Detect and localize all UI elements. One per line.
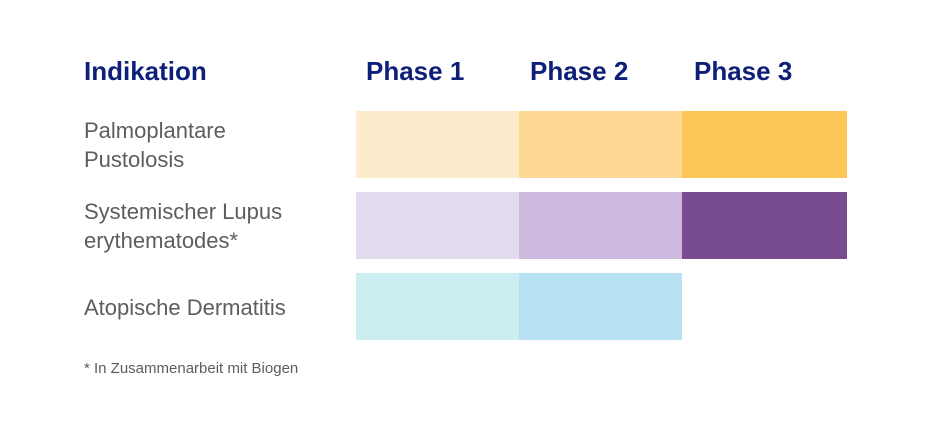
phase-2-segment [519, 192, 682, 259]
header-indikation: Indikation [84, 56, 207, 86]
row-label-lupus: Systemischer Lupus erythematodes* [84, 197, 344, 255]
phase-2-segment [519, 273, 682, 340]
header-phase-1: Phase 1 [366, 56, 465, 86]
phase-3-segment [682, 111, 847, 178]
header-phase-3: Phase 3 [694, 56, 793, 86]
phase-1-segment [356, 192, 519, 259]
phase-2-segment [519, 111, 682, 178]
phase-3-segment [682, 192, 847, 259]
phase-1-segment [356, 273, 519, 340]
row-label-line: Pustolosis [84, 147, 185, 172]
row-label-line: Atopische Dermatitis [84, 295, 286, 320]
phase-1-segment [356, 111, 519, 178]
row-label-line: Palmoplantare [84, 118, 226, 143]
row-label-palmoplantare: Palmoplantare Pustolosis [84, 116, 344, 174]
row-label-atopische-dermatitis: Atopische Dermatitis [84, 293, 344, 322]
footnote: * In Zusammenarbeit mit Biogen [84, 360, 299, 377]
header-phase-2: Phase 2 [530, 56, 629, 86]
row-label-line: Systemischer Lupus [84, 199, 283, 224]
row-label-line: erythematodes* [84, 228, 239, 253]
